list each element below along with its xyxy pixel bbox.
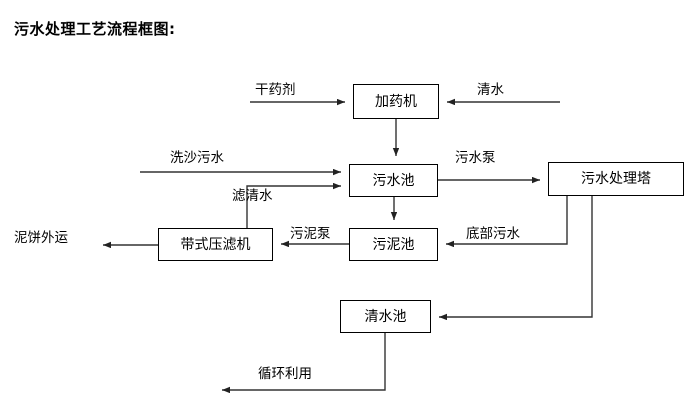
terminal-label-mud-cake-transport: 泥饼外运 (14, 230, 68, 246)
node-treatment-tower[interactable]: 污水处理塔 (548, 162, 684, 196)
node-label: 加药机 (375, 93, 417, 110)
node-label: 清水池 (364, 308, 407, 325)
wire-tower-to-clear-water-pool (439, 196, 593, 321)
node-sewage-pool[interactable]: 污水池 (349, 164, 438, 197)
page-title: 污水处理工艺流程框图: (14, 20, 176, 38)
edge-label-recycle-reuse: 循环利用 (258, 366, 312, 382)
node-belt-filter-press[interactable]: 带式压滤机 (158, 228, 273, 261)
node-label: 污水处理塔 (581, 171, 651, 187)
edge-label-sewage-pump: 污水泵 (455, 150, 496, 166)
node-label: 污泥池 (372, 236, 415, 253)
node-dosing-machine[interactable]: 加药机 (353, 84, 439, 119)
node-label: 污水池 (372, 172, 415, 189)
edge-label-sludge-pump: 污泥泵 (290, 226, 331, 242)
node-label: 带式压滤机 (180, 236, 251, 253)
terminal-label-clean-water: 清水 (477, 82, 504, 98)
terminal-label-dry-chemical: 干药剂 (255, 82, 296, 98)
edge-label-bottom-sewage: 底部污水 (466, 226, 520, 242)
node-sludge-pool[interactable]: 污泥池 (349, 228, 438, 261)
node-clear-water-pool[interactable]: 清水池 (340, 300, 431, 333)
edge-label-sand-washing-sewage: 洗沙污水 (170, 150, 224, 166)
edge-label-filtered-clear-water: 滤清水 (232, 188, 273, 204)
